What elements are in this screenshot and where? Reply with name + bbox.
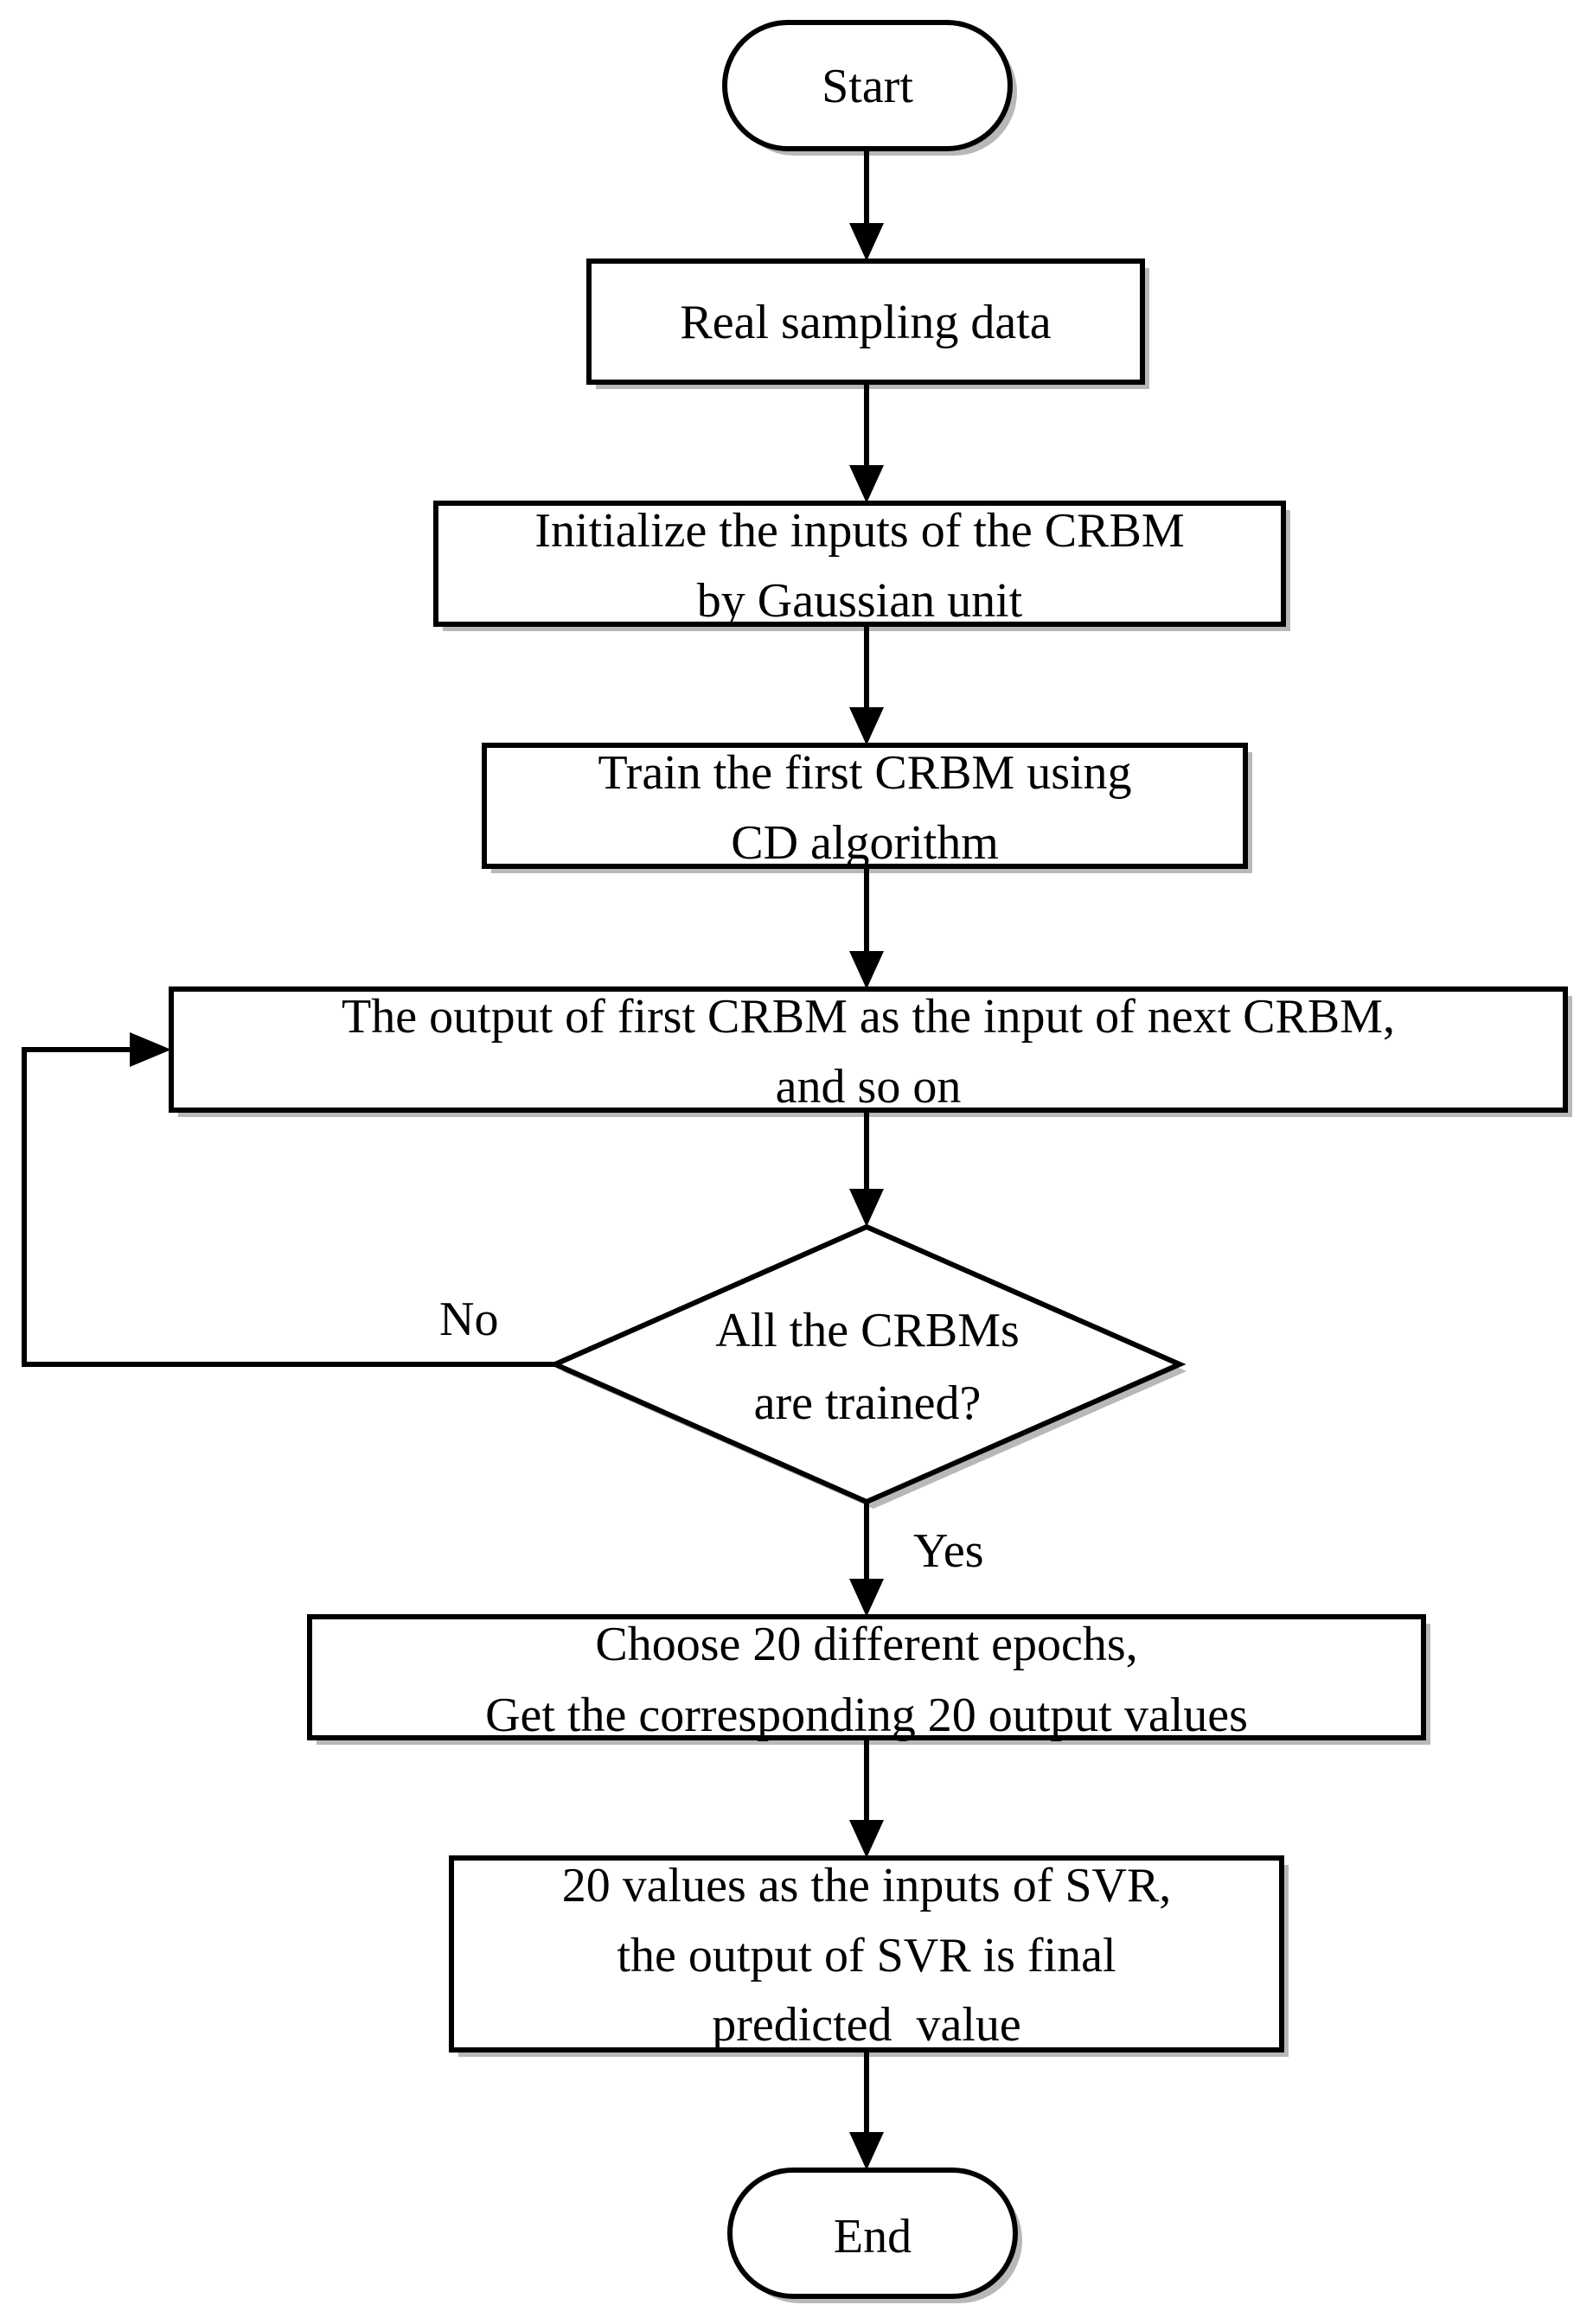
choose-epochs-node: Choose 20 different epochs, Get the corr… (307, 1614, 1430, 1745)
svr-label-line1: 20 values as the inputs of SVR, (562, 1859, 1172, 1912)
decision-label-line1: All the CRBMs (715, 1304, 1020, 1357)
no-label: No (439, 1293, 498, 1346)
initialize-label-line2: by Gaussian unit (697, 574, 1023, 628)
train-first-label-line2: CD algorithm (731, 816, 999, 870)
choose-epochs-label-line1: Choose 20 different epochs, (595, 1618, 1137, 1671)
start-label: Start (822, 60, 913, 113)
arrow-sampling-to-initialize-head (849, 465, 884, 503)
initialize-node: Initialize the inputs of the CRBM by Gau… (433, 501, 1290, 631)
output-next-node: The output of first CRBM as the input of… (169, 986, 1572, 1117)
arrow-initialize-to-train-head (849, 707, 884, 745)
arrow-output-to-decision-head (849, 1189, 884, 1227)
end-label: End (834, 2210, 912, 2263)
train-first-node: Train the first CRBM using CD algorithm (482, 743, 1252, 873)
svr-node: 20 values as the inputs of SVR, the outp… (449, 1855, 1289, 2057)
choose-epochs-label-line2: Get the corresponding 20 output values (485, 1689, 1248, 1742)
output-next-label-line2: and so on (776, 1060, 962, 1114)
arrow-epochs-to-svr-head (849, 1820, 884, 1858)
arrow-no-loop (22, 1047, 555, 1367)
arrow-start-to-sampling-head (849, 223, 884, 261)
svr-label-line3: predicted value (712, 1998, 1021, 2052)
arrow-svr-to-end-head (849, 2132, 884, 2170)
decision-node: All the CRBMs are trained? (548, 1223, 1187, 1509)
real-sampling-label: Real sampling data (680, 296, 1051, 349)
arrow-no-loop-head (130, 1032, 171, 1067)
train-first-label-line1: Train the first CRBM using (598, 746, 1131, 800)
output-next-label-line1: The output of first CRBM as the input of… (342, 990, 1395, 1044)
decision-label-line2: are trained? (754, 1376, 982, 1430)
arrow-train-to-output-head (849, 951, 884, 989)
arrow-decision-to-epochs-head (849, 1579, 884, 1617)
initialize-label-line1: Initialize the inputs of the CRBM (534, 504, 1184, 558)
connectors (22, 149, 884, 2170)
svr-label-line2: the output of SVR is final (617, 1929, 1116, 1982)
end-node: End (727, 2168, 1022, 2303)
real-sampling-node: Real sampling data (586, 259, 1149, 389)
yes-label: Yes (913, 1524, 983, 1578)
start-node: Start (722, 20, 1017, 156)
